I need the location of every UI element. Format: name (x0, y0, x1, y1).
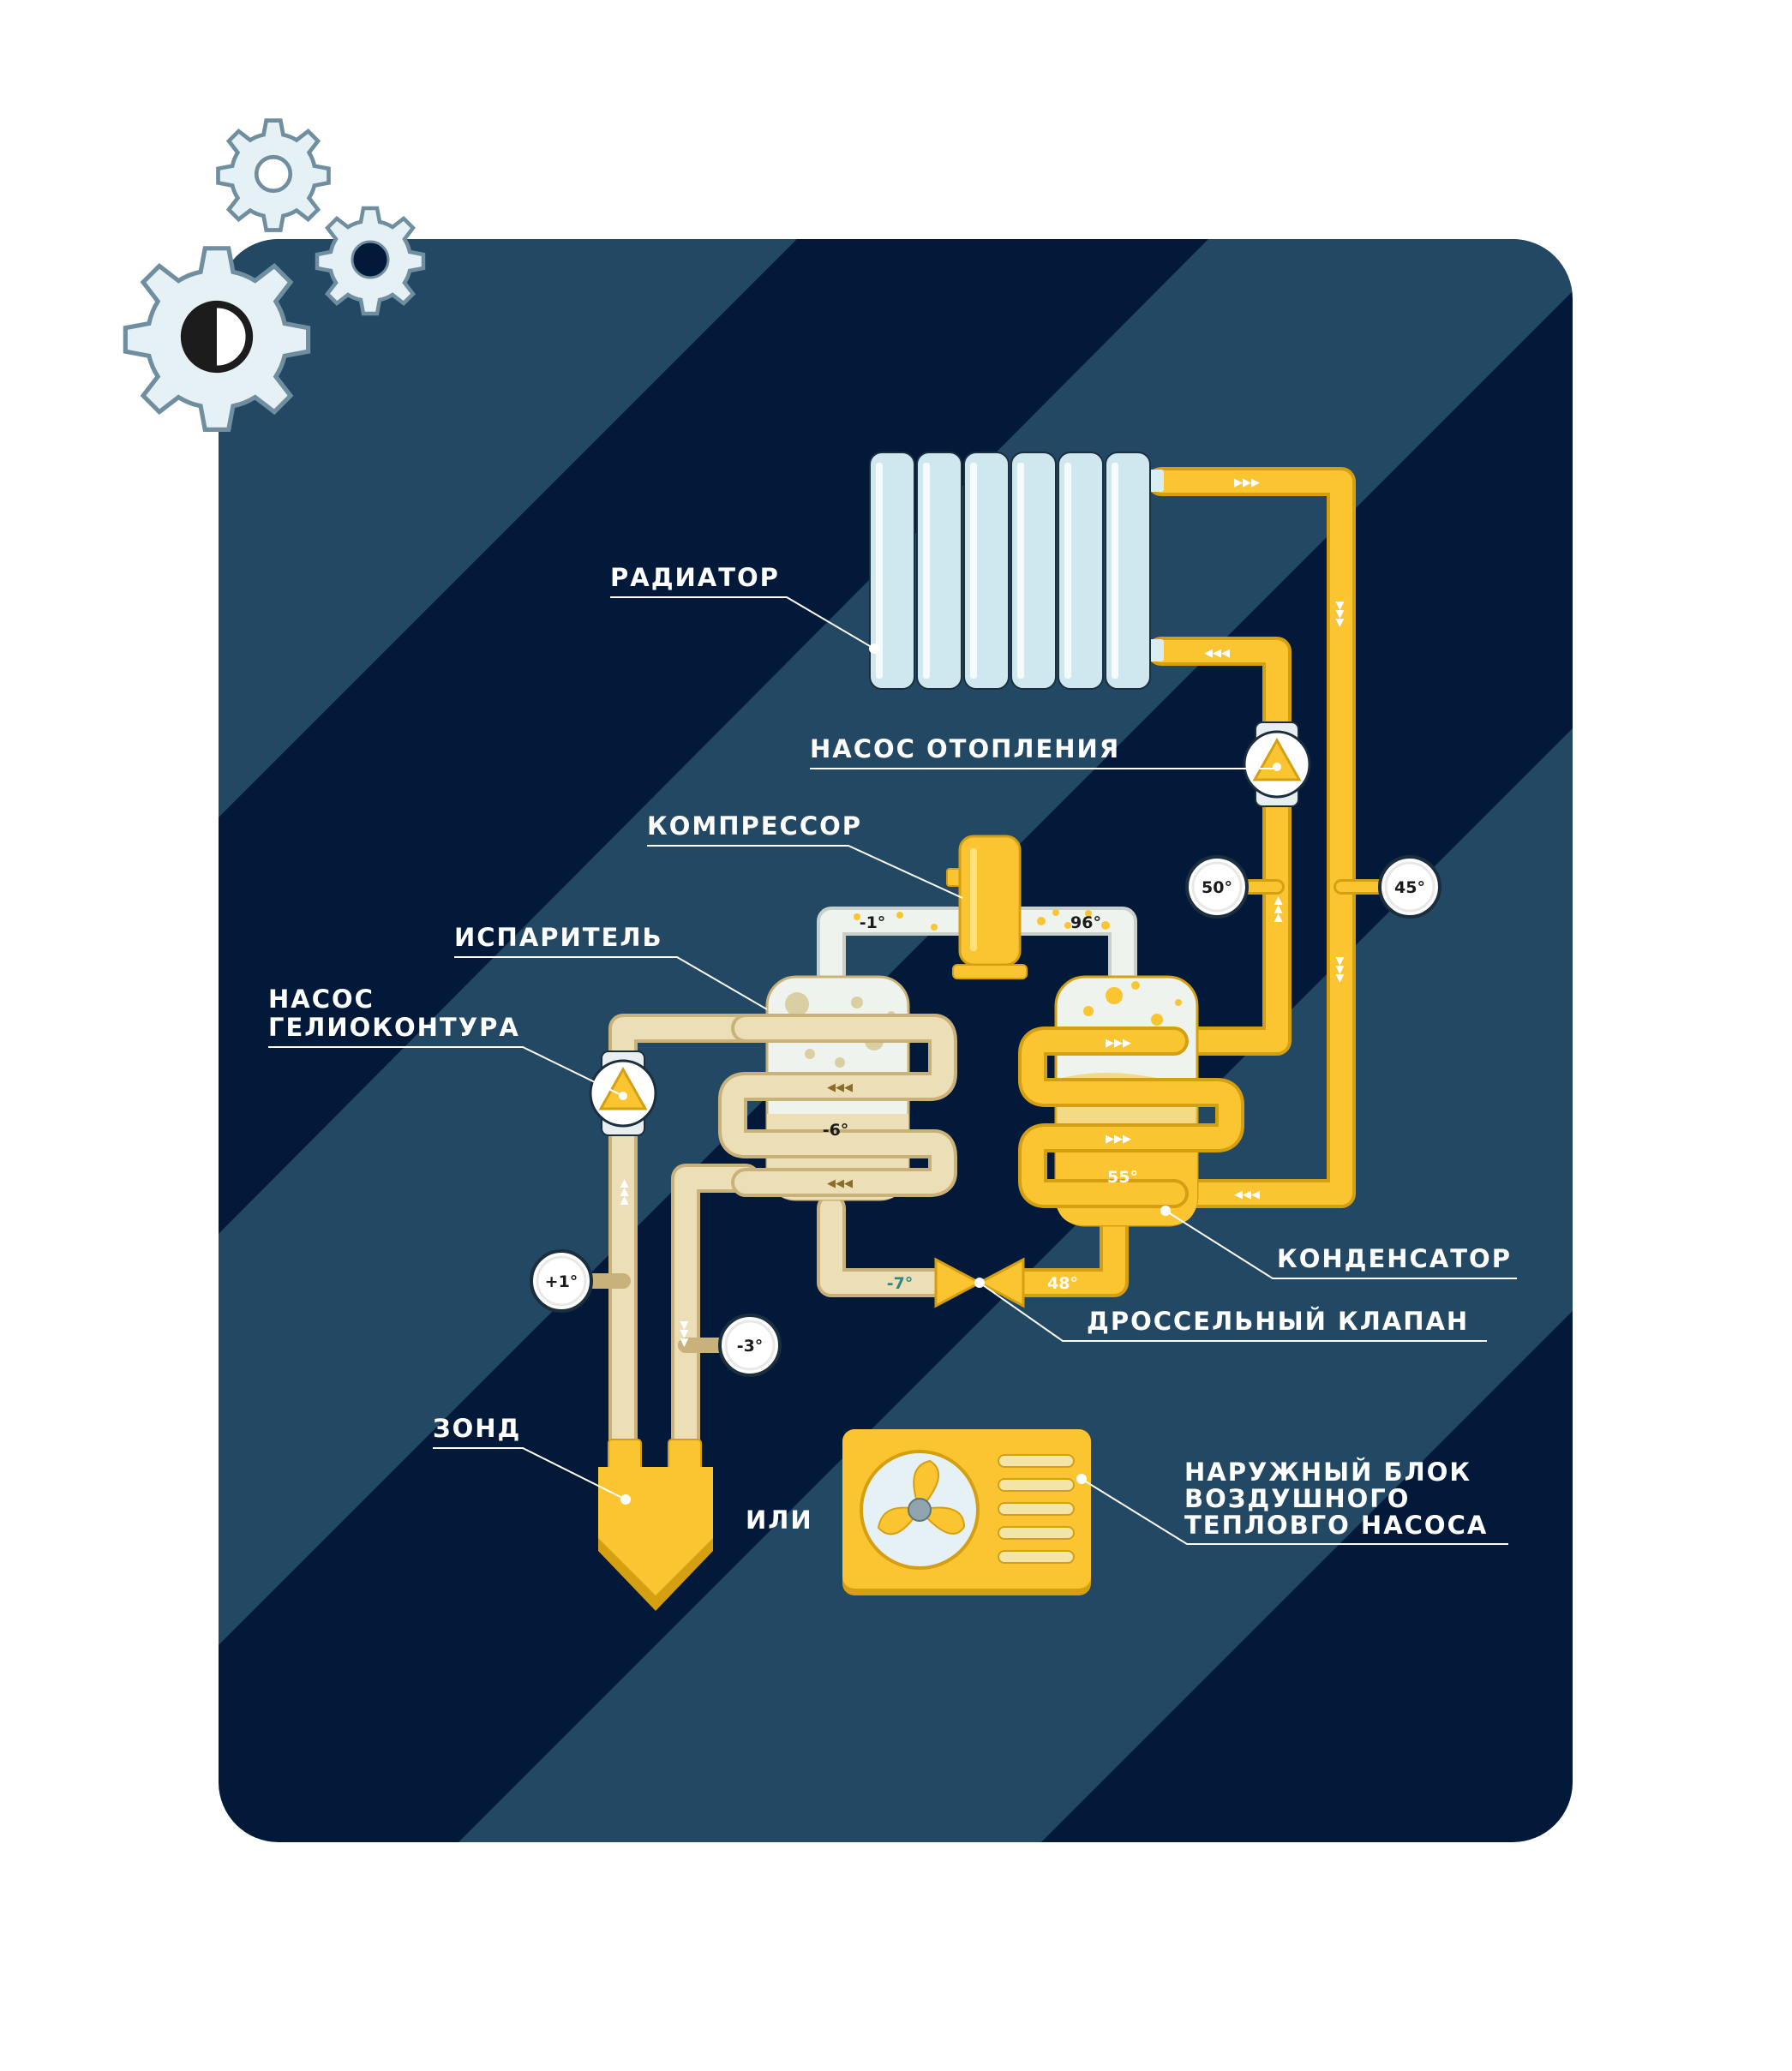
gear-icon (125, 248, 308, 430)
gauge-probe-up: +1° (530, 1249, 593, 1313)
svg-text:+1°: +1° (545, 1272, 578, 1291)
svg-text:▶▶▶: ▶▶▶ (618, 1179, 631, 1205)
svg-text:▶▶▶: ▶▶▶ (678, 1321, 691, 1347)
ground-probe (598, 1439, 713, 1611)
temperature-gauges: 50° 45° +1° -3° (530, 855, 1441, 1377)
svg-text:48°: 48° (1047, 1274, 1078, 1293)
evaporator (718, 975, 957, 1201)
gauge-return: 45° (1378, 855, 1441, 919)
heating-circuit (584, 467, 1387, 1353)
svg-text:▶▶▶: ▶▶▶ (1272, 896, 1285, 922)
svg-text:▶▶▶: ▶▶▶ (1334, 602, 1346, 627)
brine-circuit (608, 907, 1137, 1463)
label-compressor: КОМПРЕССОР (647, 811, 862, 841)
gear-icon (219, 121, 329, 230)
radiator (869, 452, 1164, 690)
gear-icon (317, 208, 423, 314)
label-radiator: РАДИАТОР (610, 563, 780, 592)
label-outdoor-unit-line2: ВОЗДУШНОГО (1184, 1484, 1410, 1513)
label-evaporator: ИСПАРИТЕЛЬ (454, 923, 663, 952)
gauge-probe-down: -3° (718, 1314, 782, 1377)
flow-arrows: ▶▶▶ ◀◀◀ ◀◀◀ ▶▶▶ ▶▶▶ ◀◀◀ ◀◀◀ ▶▶▶ ▶▶▶ ▶▶▶ … (618, 476, 1346, 1347)
compressor (854, 835, 1110, 979)
label-condenser: КОНДЕНСАТОР (1277, 1244, 1512, 1273)
svg-text:◀◀◀: ◀◀◀ (827, 1177, 853, 1190)
gauge-supply: 50° (1185, 855, 1249, 919)
condenser (1018, 975, 1244, 1227)
svg-text:◀◀◀: ◀◀◀ (1204, 647, 1230, 660)
throttle-valve (934, 1257, 1025, 1308)
svg-text:◀◀◀: ◀◀◀ (1234, 1188, 1260, 1201)
svg-text:-6°: -6° (823, 1121, 849, 1140)
label-throttle-valve: ДРОССЕЛЬНЫЙ КЛАПАН (1087, 1307, 1469, 1336)
labels: РАДИАТОР НАСОС ОТОПЛЕНИЯ КОМПРЕССОР ИСПА… (268, 563, 1512, 1540)
svg-text:50°: 50° (1202, 878, 1232, 897)
svg-text:55°: 55° (1107, 1168, 1138, 1187)
svg-text:▶▶▶: ▶▶▶ (1106, 1133, 1131, 1146)
svg-text:▶▶▶: ▶▶▶ (1334, 957, 1346, 983)
leader-lines (268, 596, 1517, 1545)
solar-circuit-pump (589, 1050, 657, 1136)
label-outdoor-unit-line1: НАРУЖНЫЙ БЛОК (1184, 1457, 1471, 1487)
label-outdoor-unit-line3: ТЕПЛОВГО НАСОСА (1184, 1511, 1488, 1540)
inline-temperatures: -1° 96° -6° 55° -7° 48° (823, 913, 1138, 1293)
label-heating-pump: НАСОС ОТОПЛЕНИЯ (810, 734, 1120, 763)
svg-text:96°: 96° (1070, 913, 1101, 932)
svg-text:-3°: -3° (737, 1337, 764, 1356)
svg-text:▶▶▶: ▶▶▶ (1106, 1037, 1131, 1050)
svg-text:▶▶▶: ▶▶▶ (1234, 476, 1260, 489)
svg-text:45°: 45° (1394, 878, 1425, 897)
svg-text:-1°: -1° (860, 913, 886, 932)
svg-text:-7°: -7° (887, 1274, 914, 1293)
heating-pump (1243, 721, 1311, 807)
label-solar-pump-line2: ГЕЛИОКОНТУРА (268, 1013, 520, 1042)
fan-icon (877, 1459, 966, 1535)
label-probe: ЗОНД (433, 1414, 521, 1443)
label-solar-pump-line1: НАСОС (268, 985, 375, 1014)
gears-decoration (125, 121, 423, 430)
outdoor-unit (842, 1429, 1091, 1595)
label-or: ИЛИ (746, 1505, 813, 1535)
svg-text:◀◀◀: ◀◀◀ (827, 1081, 853, 1094)
